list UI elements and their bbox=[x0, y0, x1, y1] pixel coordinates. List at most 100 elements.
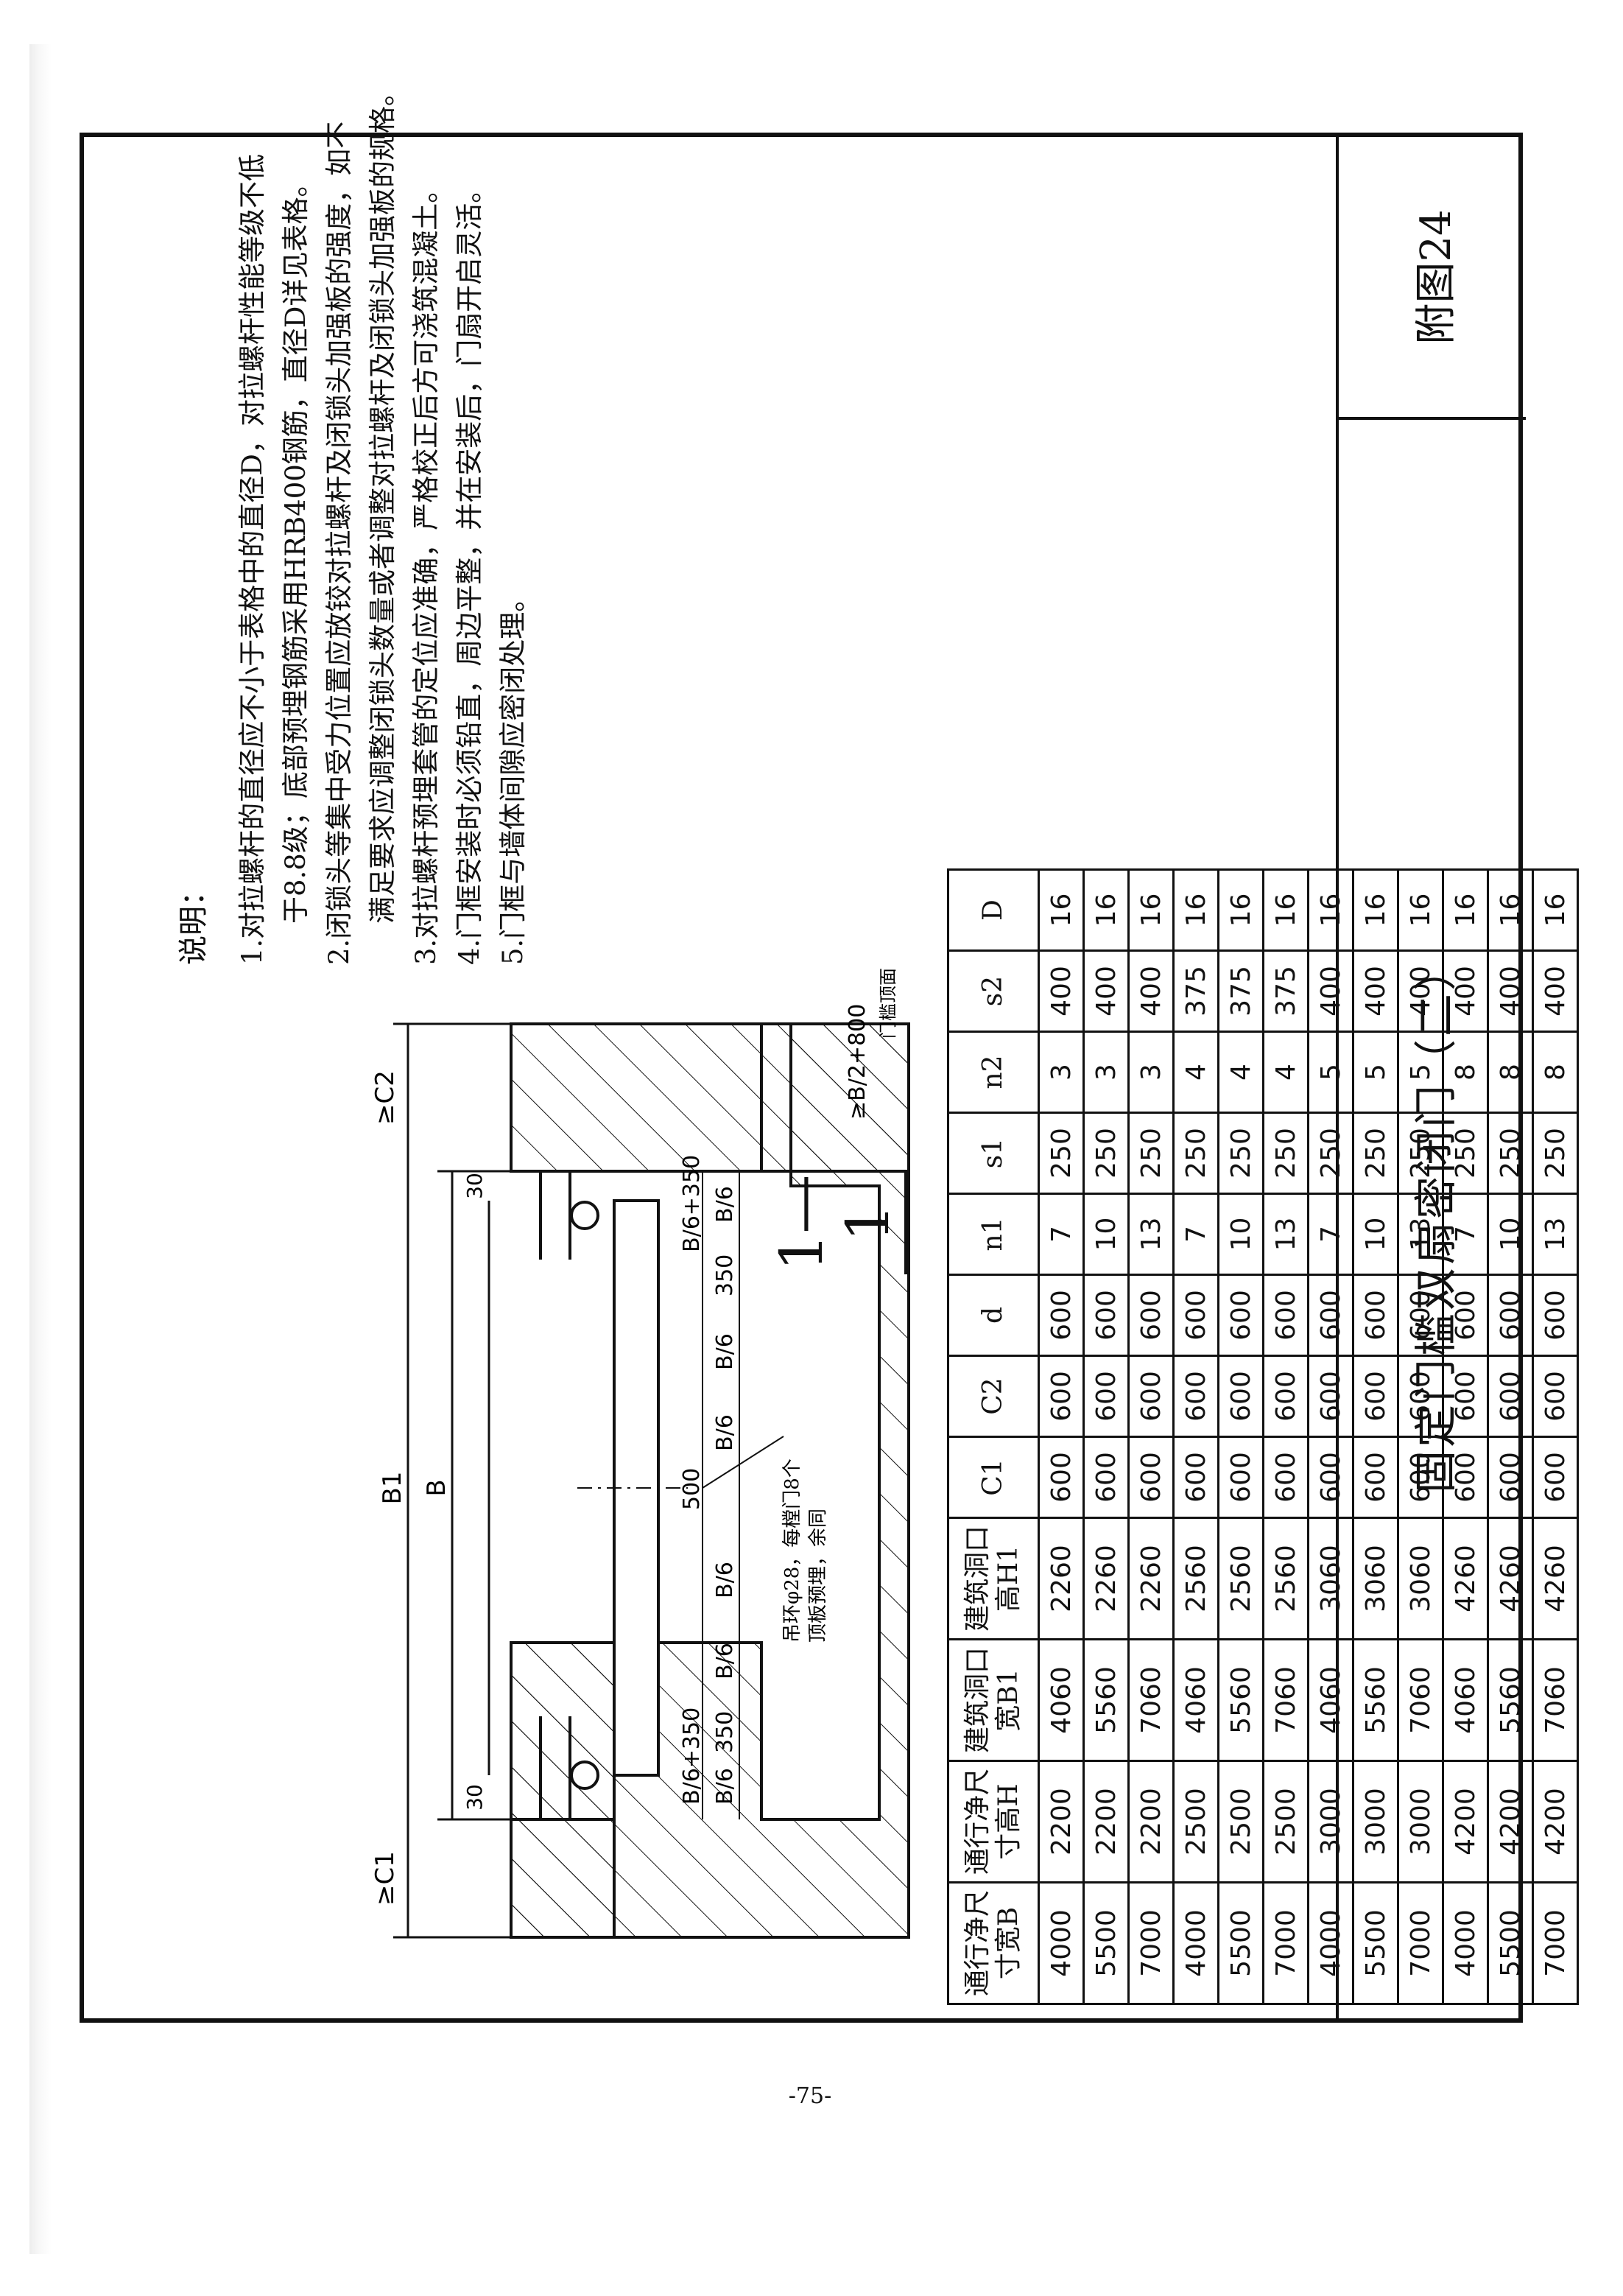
table-cell: 600 bbox=[1532, 1355, 1578, 1437]
table-cell: 600 bbox=[1218, 1274, 1264, 1356]
table-header-cell: s1 bbox=[948, 1112, 1039, 1194]
table-cell: 2260 bbox=[1083, 1517, 1129, 1640]
table-cell: 600 bbox=[1218, 1355, 1264, 1437]
table-cell: 600 bbox=[1173, 1274, 1219, 1356]
title-block: 固定门槛双扇密闭门（二） 附图24 bbox=[1336, 137, 1526, 2018]
table-cell: 13 bbox=[1128, 1193, 1174, 1275]
sheet-border: ≥C1 ≥C2 B1 B 30 30 B/6+350 B/6 350 B/6 B… bbox=[80, 79, 1578, 2023]
dim-350-left: 350 bbox=[712, 1711, 738, 1753]
dim-b2p800: ≥B/2+800 bbox=[845, 1004, 870, 1120]
table-cell: 4260 bbox=[1532, 1517, 1578, 1640]
dim-30-right: 30 bbox=[462, 1173, 487, 1199]
bolt-left bbox=[539, 1716, 599, 1819]
table-header-cell: 建筑洞口高H1 bbox=[948, 1517, 1039, 1640]
table-cell: 600 bbox=[1128, 1274, 1174, 1356]
table-cell: 2500 bbox=[1173, 1760, 1219, 1883]
table-cell: 16 bbox=[1128, 869, 1174, 951]
anchor-note-2: 顶板预埋，余同 bbox=[807, 1509, 829, 1643]
table-cell: 600 bbox=[1083, 1436, 1129, 1518]
table-cell: 4000 bbox=[1038, 1882, 1084, 2004]
table-cell: 250 bbox=[1218, 1112, 1264, 1194]
table-cell: 250 bbox=[1128, 1112, 1174, 1194]
dim-350-right: 350 bbox=[712, 1254, 738, 1296]
right-pier bbox=[510, 1022, 763, 1173]
table-cell: 4060 bbox=[1038, 1639, 1084, 1761]
table-cell: 375 bbox=[1263, 950, 1309, 1032]
table-cell: 2260 bbox=[1128, 1517, 1174, 1640]
table-cell: 7060 bbox=[1128, 1639, 1174, 1761]
table-cell: 7060 bbox=[1263, 1639, 1309, 1761]
section-underline bbox=[904, 1171, 909, 1274]
table-cell: 2560 bbox=[1173, 1517, 1219, 1640]
table-cell: 3 bbox=[1128, 1031, 1174, 1113]
table-cell: 2200 bbox=[1083, 1760, 1129, 1883]
anchor-note-1: 吊环φ28，每樘门8个 bbox=[781, 1458, 803, 1643]
table-cell: 600 bbox=[1532, 1274, 1578, 1356]
table-cell: 8 bbox=[1532, 1031, 1578, 1113]
table-cell: 7 bbox=[1173, 1193, 1219, 1275]
table-cell: 4060 bbox=[1173, 1639, 1219, 1761]
table-cell: 16 bbox=[1532, 869, 1578, 951]
table-header-cell: 通行净尺寸高H bbox=[948, 1760, 1039, 1883]
table-cell: 250 bbox=[1173, 1112, 1219, 1194]
table-cell: 600 bbox=[1083, 1274, 1129, 1356]
table-cell: 5560 bbox=[1218, 1639, 1264, 1761]
table-cell: 5500 bbox=[1218, 1882, 1264, 2004]
dim-b6p350-right: B/6+350 bbox=[679, 1155, 705, 1252]
table-cell: 600 bbox=[1263, 1436, 1309, 1518]
table-cell: 600 bbox=[1173, 1436, 1219, 1518]
table-cell: 4000 bbox=[1173, 1882, 1219, 2004]
table-cell: 2500 bbox=[1218, 1760, 1264, 1883]
table-cell: 600 bbox=[1128, 1436, 1174, 1518]
table-cell: 250 bbox=[1532, 1112, 1578, 1194]
table-cell: 7000 bbox=[1263, 1882, 1309, 2004]
table-cell: 375 bbox=[1218, 950, 1264, 1032]
table-cell: 2260 bbox=[1038, 1517, 1084, 1640]
table-cell: 2560 bbox=[1263, 1517, 1309, 1640]
table-cell: 13 bbox=[1263, 1193, 1309, 1275]
note-line-6: 4.门框安装时必须铅直，周边平整，并在安装后，门扇开启灵活。 bbox=[454, 175, 485, 965]
table-cell: 16 bbox=[1263, 869, 1309, 951]
dim-b6-left: B/6 bbox=[712, 1768, 738, 1805]
table-cell: 16 bbox=[1038, 869, 1084, 951]
table-header-cell: n2 bbox=[948, 1031, 1039, 1113]
table-cell: 4 bbox=[1263, 1031, 1309, 1113]
table-cell: 400 bbox=[1128, 950, 1174, 1032]
table-cell: 7 bbox=[1038, 1193, 1084, 1275]
table-cell: 10 bbox=[1218, 1193, 1264, 1275]
note-line-3: 2.闭锁头等集中受力位置应放铰对拉螺杆及闭锁头加强板的强度，如不 bbox=[323, 121, 355, 965]
note-line-7: 5.门框与墙体间隙应密闭处理。 bbox=[497, 584, 529, 965]
table-header-cell: C1 bbox=[948, 1436, 1039, 1518]
table-cell: 250 bbox=[1083, 1112, 1129, 1194]
dim-500: 500 bbox=[679, 1468, 705, 1510]
table-cell: 2500 bbox=[1263, 1760, 1309, 1883]
dim-b1: B1 bbox=[378, 1472, 407, 1505]
table-cell: 16 bbox=[1218, 869, 1264, 951]
dim-c1: ≥C1 bbox=[370, 1851, 400, 1906]
note-line-5: 3.对拉螺杆预埋套管的定位应准确，严格校正后方可浇筑混凝土。 bbox=[410, 175, 442, 965]
table-cell: 3 bbox=[1083, 1031, 1129, 1113]
table-cell: 4200 bbox=[1532, 1760, 1578, 1883]
dim-b6-c: B/6 bbox=[712, 1643, 738, 1679]
table-cell: 600 bbox=[1128, 1355, 1174, 1437]
table-cell: 7000 bbox=[1532, 1882, 1578, 2004]
table-cell: 7060 bbox=[1532, 1639, 1578, 1761]
table-cell: 400 bbox=[1083, 950, 1129, 1032]
table-cell: 2200 bbox=[1128, 1760, 1174, 1883]
bolt-right bbox=[539, 1171, 599, 1260]
note-line-2: 于8.8级；底部预埋钢筋采用HRB400钢筋，直径D详见表格。 bbox=[280, 169, 311, 924]
table-cell: 400 bbox=[1532, 950, 1578, 1032]
table-cell: 5500 bbox=[1083, 1882, 1129, 2004]
drawing-sheet: ≥C1 ≥C2 B1 B 30 30 B/6+350 B/6 350 B/6 B… bbox=[80, 79, 1578, 2023]
dim-b6-d: B/6 bbox=[712, 1562, 738, 1598]
dim-b6-e: B/6 bbox=[712, 1414, 738, 1451]
table-cell: 13 bbox=[1532, 1193, 1578, 1275]
right-lower-wall bbox=[760, 1022, 910, 1173]
page-number: -75- bbox=[788, 2083, 832, 2109]
table-cell: 600 bbox=[1263, 1355, 1309, 1437]
table-cell: 4 bbox=[1173, 1031, 1219, 1113]
